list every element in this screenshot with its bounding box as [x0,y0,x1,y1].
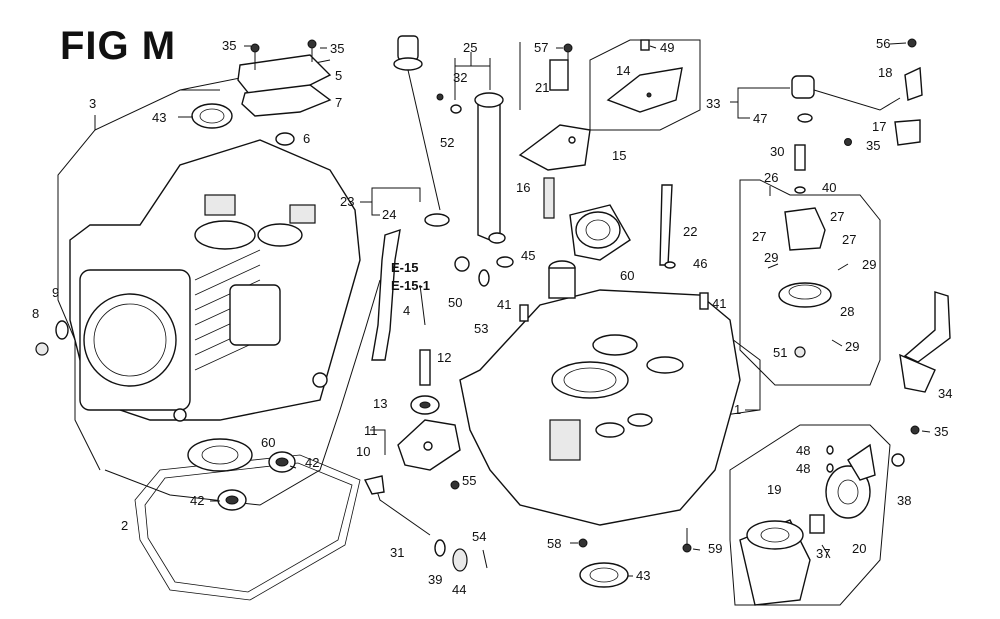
label-3: 3 [89,96,96,111]
label-54: 54 [472,529,486,544]
label-30: 30 [770,144,784,159]
label-34: 34 [938,386,952,401]
oil-filler-tube [474,92,514,268]
label-35d: 35 [934,424,948,439]
label-35a: 35 [222,38,236,53]
label-41b: 41 [712,296,726,311]
label-26: 26 [764,170,778,185]
label-44: 44 [452,582,466,597]
label-15: 15 [612,148,626,163]
bottom-small-parts [363,93,709,572]
breather-hose [371,228,401,361]
breather-cover [237,39,332,146]
label-39: 39 [428,572,442,587]
label-32: 32 [453,70,467,85]
oil-pump [397,349,461,490]
label-60a: 60 [261,435,275,450]
figure-title: FIG M [60,24,177,68]
label-22: 22 [683,224,697,239]
label-45: 45 [521,248,535,263]
label-38: 38 [897,493,911,508]
governor-assembly [767,144,849,358]
label-53: 53 [474,321,488,336]
label-46: 46 [693,256,707,271]
label-27c: 27 [842,232,856,247]
label-10: 10 [356,444,370,459]
label-48a: 48 [796,443,810,458]
label-17: 17 [872,119,886,134]
label-59: 59 [708,541,722,556]
label-43a: 43 [152,110,166,125]
dipstick [393,35,450,227]
label-58: 58 [547,536,561,551]
label-29a: 29 [764,250,778,265]
governor-arm [791,38,923,146]
label-4: 4 [403,303,410,318]
label-5: 5 [335,68,342,83]
bearing-left [187,438,296,511]
label-e15-1: E-15-1 [391,278,430,293]
label-51: 51 [773,345,787,360]
label-18: 18 [878,65,892,80]
label-42b: 42 [305,455,319,470]
label-40: 40 [822,180,836,195]
label-60b: 60 [620,268,634,283]
label-12: 12 [437,350,451,365]
label-55: 55 [462,473,476,488]
label-14: 14 [616,63,630,78]
gasket [134,454,361,601]
label-e15: E-15 [391,260,418,275]
label-37: 37 [816,546,830,561]
label-42a: 42 [190,493,204,508]
small-parts-left [35,103,233,356]
label-41a: 41 [497,297,511,312]
label-35c: 35 [866,138,880,153]
oil-seal-bottom [579,562,629,588]
label-11: 11 [364,423,378,438]
label-23: 23 [340,194,354,209]
label-56: 56 [876,36,890,51]
label-27b: 27 [752,229,766,244]
label-57: 57 [534,40,548,55]
label-19: 19 [767,482,781,497]
label-31: 31 [390,545,404,560]
label-43b: 43 [636,568,650,583]
bearing-right [569,204,631,261]
bracket [899,291,951,435]
label-25: 25 [463,40,477,55]
label-2: 2 [121,518,128,533]
label-20: 20 [852,541,866,556]
label-8: 8 [32,306,39,321]
label-9: 9 [52,285,59,300]
cylinder-block [69,139,361,422]
leader-lines [57,39,891,606]
bolt-markers [178,42,931,577]
label-27a: 27 [830,209,844,224]
label-13: 13 [373,396,387,411]
label-29b: 29 [862,257,876,272]
label-49: 49 [660,40,674,55]
oil-filter [739,443,905,606]
label-47: 47 [753,111,767,126]
label-24: 24 [382,207,396,222]
label-1: 1 [734,402,741,417]
label-50: 50 [448,295,462,310]
label-52: 52 [440,135,454,150]
label-21: 21 [535,80,549,95]
label-48b: 48 [796,461,810,476]
label-29c: 29 [845,339,859,354]
label-7: 7 [335,95,342,110]
label-33: 33 [706,96,720,111]
crankcase-cover [459,260,741,526]
label-35b: 35 [330,41,344,56]
part-labels: 1 2 3 4 5 6 7 8 9 10 11 12 13 14 15 16 1… [32,36,952,597]
plates-top [518,39,683,171]
label-6: 6 [303,131,310,146]
label-16: 16 [516,180,530,195]
label-28: 28 [840,304,854,319]
